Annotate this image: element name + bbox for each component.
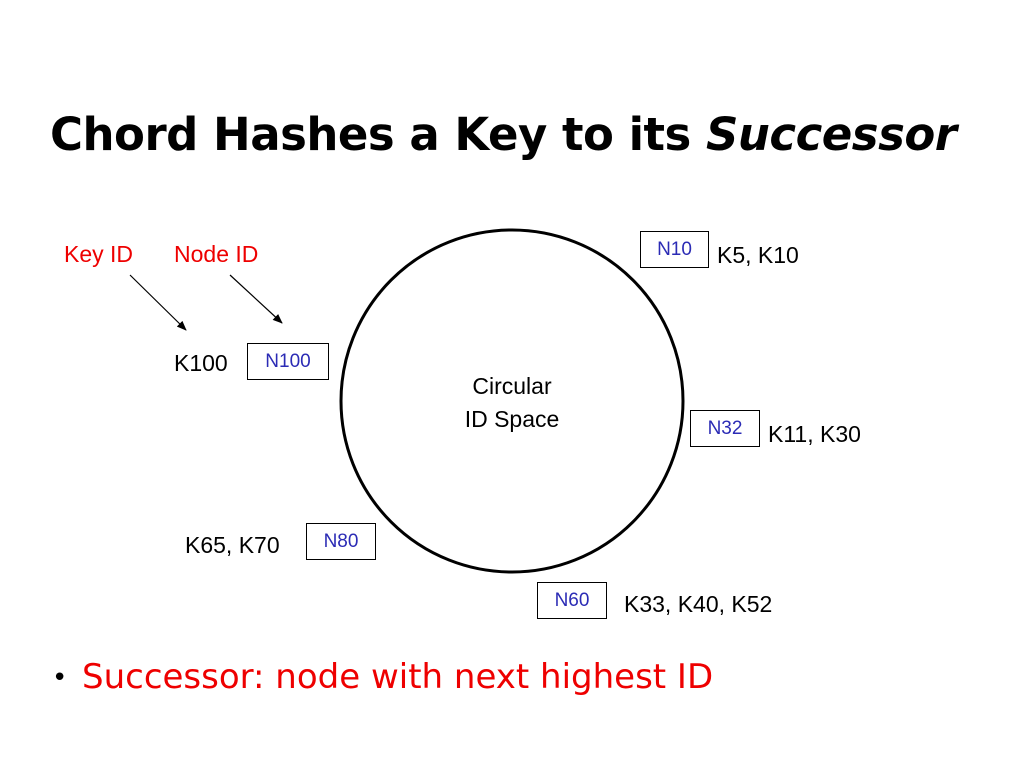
id-ring [339, 228, 685, 574]
node-n80: N80 [306, 523, 376, 560]
keys-n32: K11, K30 [768, 421, 861, 447]
keys-n60: K33, K40, K52 [624, 591, 773, 617]
slide-title-italic: Successor [705, 108, 957, 161]
node-n100: N100 [247, 343, 329, 380]
ring-label-line2: ID Space [464, 406, 560, 432]
key-id-arrow [129, 274, 187, 331]
slide-title-plain: Chord Hashes a Key to its [50, 108, 706, 161]
node-n32: N32 [690, 410, 760, 447]
node-n60: N60 [537, 582, 607, 619]
key-id-label: Key ID [64, 241, 134, 267]
ring-label-line1: Circular [472, 373, 552, 399]
node-id-arrow [229, 274, 283, 324]
bullet-text: Successor: node with next highest ID [82, 657, 714, 697]
keys-n10: K5, K10 [717, 242, 799, 268]
slide-title: Chord Hashes a Key to its Successor [50, 105, 957, 165]
bullet-dot: • [52, 663, 68, 693]
ring-label: Circular ID Space [432, 370, 592, 436]
node-n10: N10 [640, 231, 709, 268]
keys-n80: K65, K70 [185, 532, 280, 558]
node-id-label: Node ID [174, 241, 259, 267]
keys-n100: K100 [174, 350, 228, 376]
